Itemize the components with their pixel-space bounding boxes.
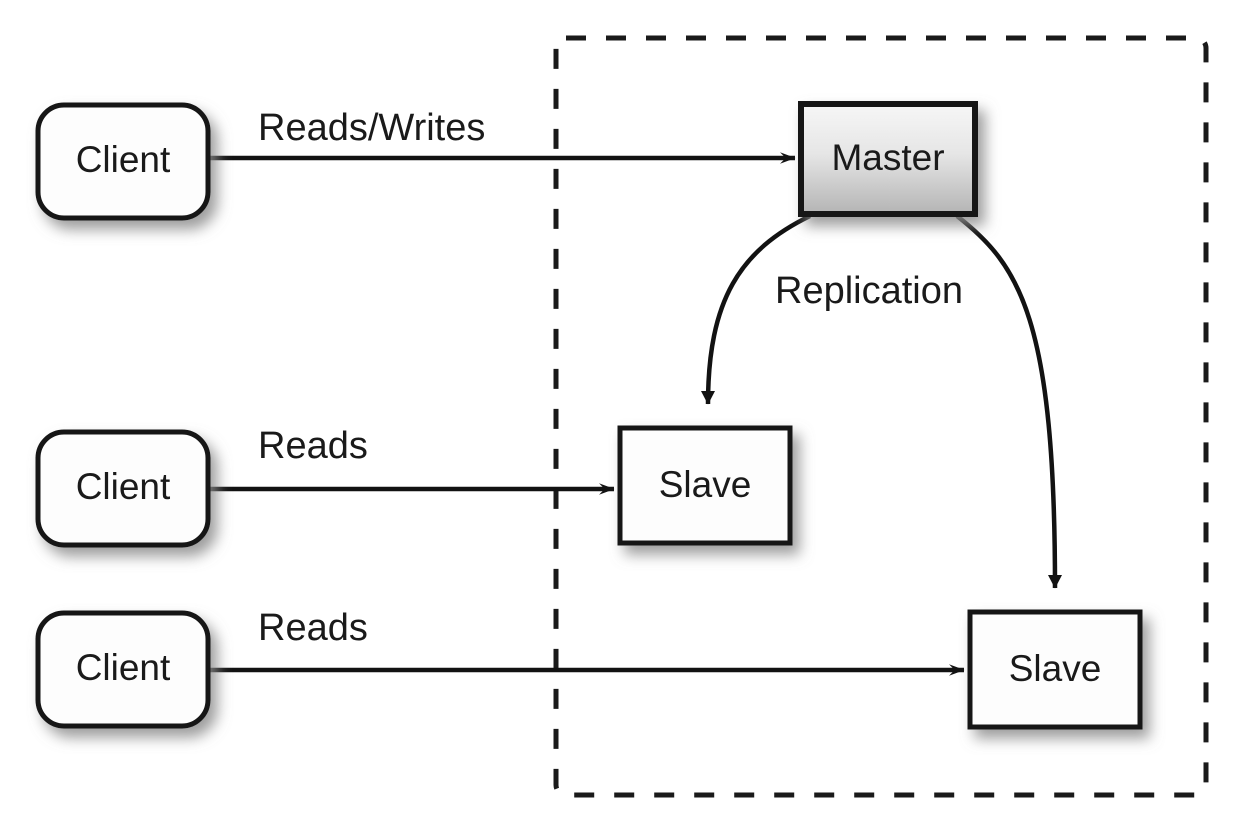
node-client1[interactable]: Client (35, 102, 211, 221)
edge-master-slave2-replication (955, 214, 1062, 589)
node-slave2[interactable]: Slave (967, 609, 1143, 730)
client-box[interactable] (35, 102, 211, 221)
node-label: Client (76, 647, 171, 688)
node-client3[interactable]: Client (35, 610, 211, 729)
slave-box[interactable] (967, 609, 1143, 730)
node-label: Slave (659, 464, 752, 505)
node-client2[interactable]: Client (35, 429, 211, 548)
edge-curve (955, 214, 1062, 589)
edge-label-reads-writes: Reads/Writes (258, 107, 485, 149)
edge-master-slave1-replication (701, 213, 811, 405)
client-box[interactable] (35, 610, 211, 729)
edge-label-replication: Replication (775, 270, 963, 312)
node-slave1[interactable]: Slave (617, 425, 793, 546)
edge-curve (701, 213, 811, 405)
node-label: Client (76, 139, 171, 180)
node-label: Client (76, 466, 171, 507)
replication-cluster-boundary (553, 35, 1209, 798)
node-master[interactable]: Master (798, 101, 978, 217)
client-box[interactable] (35, 429, 211, 548)
node-label: Slave (1009, 648, 1102, 689)
edge-label-reads-slave1: Reads (258, 425, 368, 467)
node-label: Master (831, 137, 944, 178)
slave-box[interactable] (617, 425, 793, 546)
master-box[interactable] (798, 101, 978, 217)
edge-label-reads-slave2: Reads (258, 607, 368, 649)
